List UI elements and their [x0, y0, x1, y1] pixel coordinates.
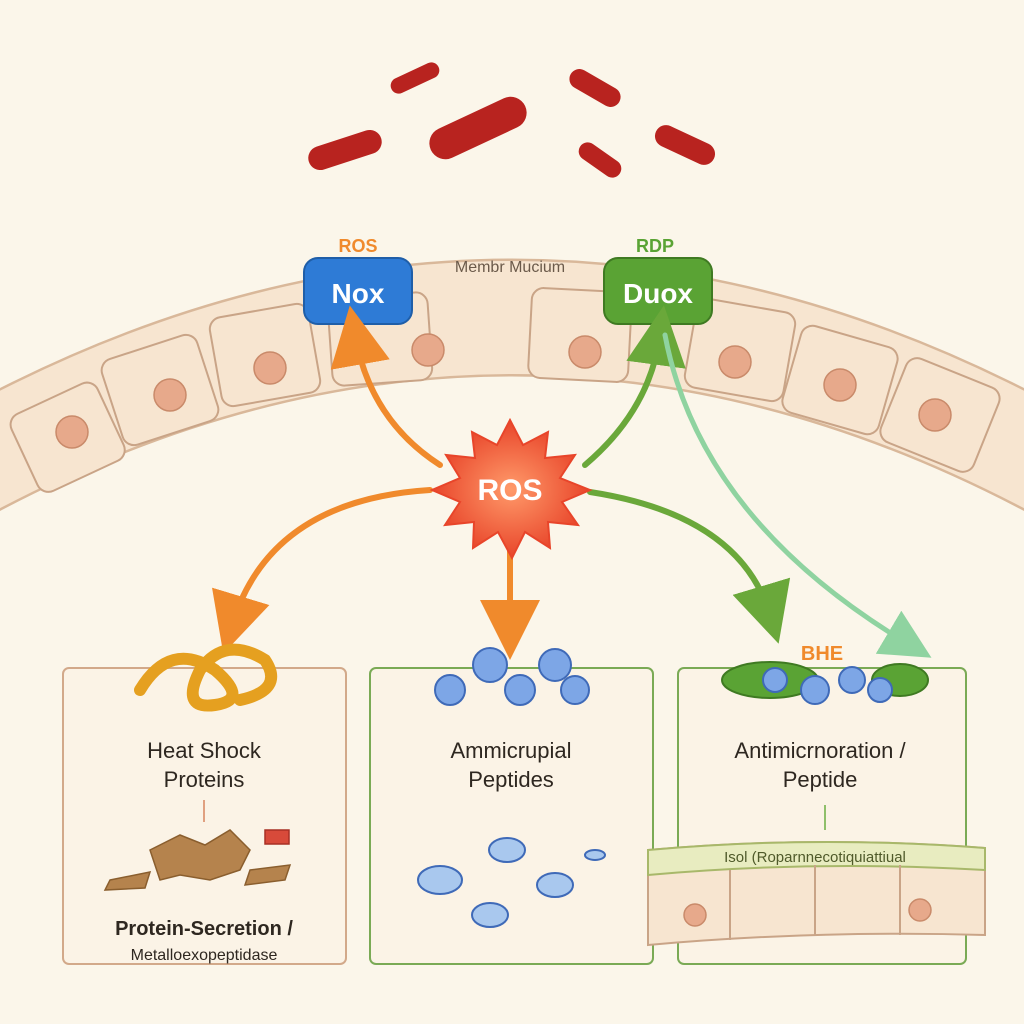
- nox-label: Nox: [332, 278, 385, 309]
- bacteria-icon: [569, 69, 621, 107]
- right-strip-label: Isol (Roparnnecotiquiattiual: [724, 849, 906, 866]
- middle-title-2: Peptides: [468, 767, 554, 792]
- panel-middle: Ammicrupial Peptides: [369, 647, 654, 965]
- right-tag: BHE: [801, 643, 843, 665]
- nox-tag: ROS: [338, 236, 377, 256]
- arrow-ros-to-duox: [582, 305, 686, 468]
- duox-label: Duox: [623, 278, 693, 309]
- panel-right: BHE Antimicrnoration / Peptide Isol (Rop…: [647, 643, 986, 965]
- peptide-cluster-icon: [434, 647, 590, 706]
- left-bottom-1: Protein-Secretion /: [115, 918, 293, 940]
- panel-left: Heat Shock Proteins Protein-Secretion / …: [62, 643, 347, 965]
- arrow-ros-to-nox: [330, 305, 443, 468]
- cell-nuclei: [55, 333, 952, 449]
- left-bottom-2: Metalloexopeptidase: [131, 947, 278, 964]
- right-title-2: Peptide: [783, 767, 858, 792]
- bacteria-cluster: [308, 62, 716, 178]
- middle-title-1: Ammicrupial: [450, 738, 571, 763]
- heat-shock-protein-icon: [134, 643, 278, 712]
- bacteria-icon: [429, 96, 527, 160]
- bacteria-icon: [654, 125, 716, 165]
- ros-label: ROS: [477, 474, 542, 507]
- bacteria-icon: [390, 62, 440, 94]
- left-title-2: Proteins: [164, 767, 245, 792]
- duox-tag: RDP: [636, 236, 674, 256]
- membrane-label: Membr Mucium: [455, 259, 565, 276]
- ros-burst: ROS: [429, 417, 593, 561]
- dispersed-peptides-icon: [417, 837, 606, 928]
- epithelial-strip: [647, 840, 986, 947]
- bacteria-icon: [308, 129, 382, 171]
- left-title-1: Heat Shock: [147, 738, 262, 763]
- arrows: [212, 305, 932, 660]
- arrow-ros-to-hsp: [212, 487, 433, 654]
- bacteria-icon: [578, 142, 622, 178]
- bound-peptide-icon: [721, 661, 929, 705]
- right-title-1: Antimicrnoration /: [734, 738, 906, 763]
- arrow-duox-to-right-panel: [662, 332, 932, 658]
- arrow-ros-to-right-panel: [587, 489, 791, 644]
- protein-debris-icon: [103, 829, 292, 891]
